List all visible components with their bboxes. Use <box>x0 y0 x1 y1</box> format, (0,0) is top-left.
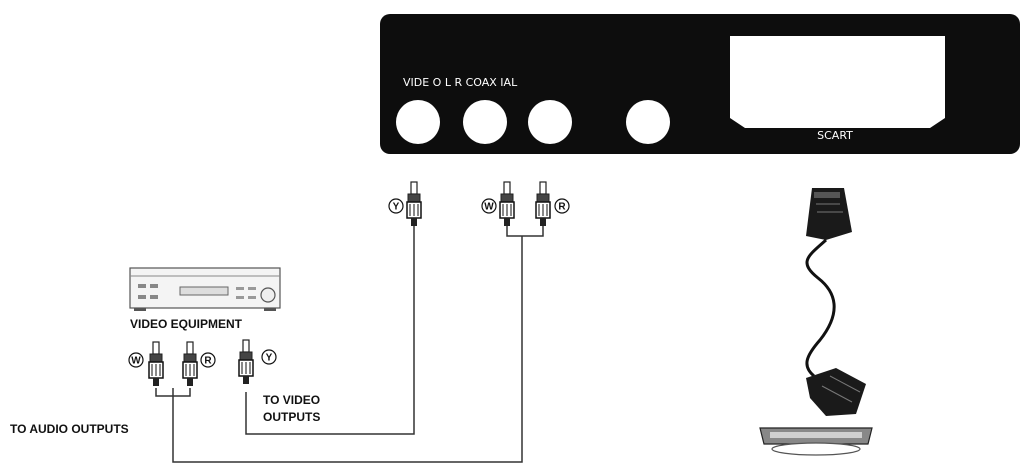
device-tag-red <box>200 352 216 368</box>
device-tag-white-text: W <box>131 356 141 367</box>
plug-tag-red-text: R <box>558 202 566 213</box>
audio-cable <box>155 226 544 463</box>
cables <box>155 226 544 463</box>
device-tag-yellow <box>261 349 277 365</box>
audio-right-jack <box>528 100 572 144</box>
scart-label: SCART <box>817 129 853 142</box>
to-audio-caption: TO AUDIO OUTPUTS <box>10 422 129 436</box>
video-cable <box>245 226 415 435</box>
plug-tag-red <box>554 198 570 214</box>
to-video-caption-line1: TO VIDEO <box>263 393 320 407</box>
plug-tag-white <box>481 198 497 214</box>
plug-tag-yellow <box>388 198 404 214</box>
device-audio-left-plug <box>148 341 164 387</box>
device-video-plug <box>238 339 254 385</box>
receiver-rear-panel: VIDE O L R COAX IAL SCART <box>380 14 1020 154</box>
scart-cable <box>805 188 866 416</box>
device-tag-red-text: R <box>204 356 212 367</box>
video-equipment-device <box>129 267 281 311</box>
to-video-caption-line2: OUTPUTS <box>263 410 320 424</box>
scart-socket <box>730 36 945 128</box>
video-jack <box>396 100 440 144</box>
plug-tag-yellow-text: Y <box>393 202 400 213</box>
panel-audio-left-plug <box>499 181 515 227</box>
port-label: VIDE O L R COAX IAL <box>403 76 518 89</box>
panel-video-plug <box>406 181 422 227</box>
audio-left-jack <box>463 100 507 144</box>
device-tag-yellow-text: Y <box>266 353 273 364</box>
coaxial-jack <box>626 100 670 144</box>
plug-tag-white-text: W <box>484 202 494 213</box>
device-tag-white <box>128 352 144 368</box>
television <box>759 427 873 456</box>
panel-audio-right-plug <box>535 181 551 227</box>
video-equipment-caption: VIDEO EQUIPMENT <box>130 317 243 331</box>
device-audio-right-plug <box>182 341 198 387</box>
